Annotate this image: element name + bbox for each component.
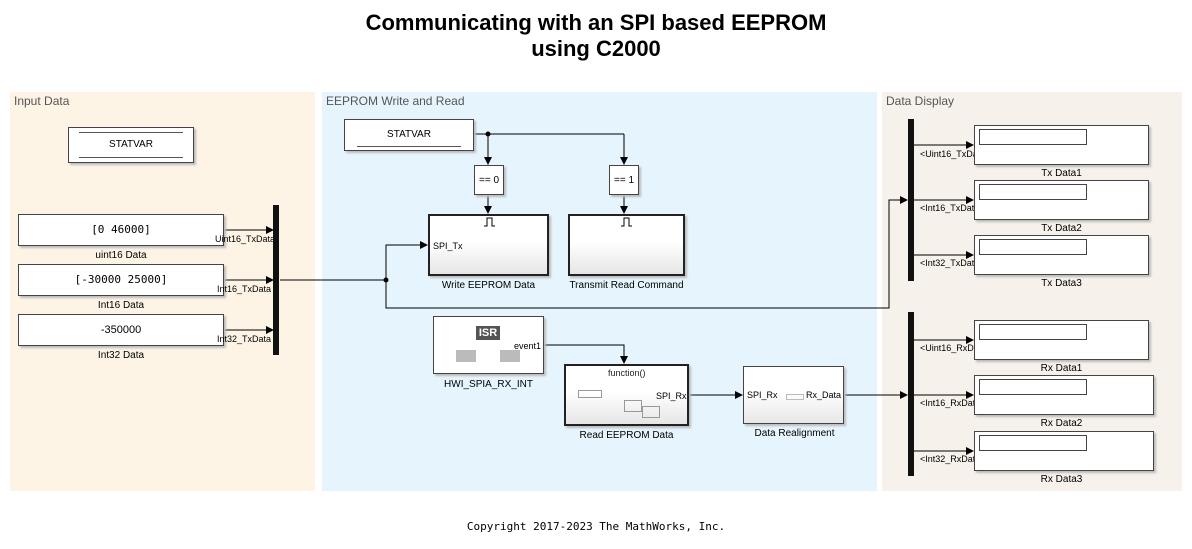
bus-selector-rx[interactable] — [908, 312, 914, 476]
rx-signal-2: <Int16_RxData> — [920, 398, 986, 408]
tx-signal-1: <Uint16_TxData> — [920, 149, 991, 159]
transmit-read-label: Transmit Read Command — [569, 280, 684, 291]
display-tx-data2-label: Tx Data2 — [1041, 223, 1082, 234]
display-tx-data3-label: Tx Data3 — [1041, 278, 1082, 289]
hwi-label: HWI_SPIA_RX_INT — [444, 379, 533, 390]
diagram-title: Communicating with an SPI based EEPROM u… — [0, 10, 1192, 62]
port-int32-tx: Int32_TxData — [217, 334, 272, 344]
rising-edge-trigger-icon — [621, 217, 632, 227]
constant-value-uint16: [0 46000] — [91, 223, 151, 236]
transmit-read-subsystem[interactable] — [568, 214, 685, 276]
display-rx-data2[interactable] — [974, 375, 1154, 415]
bus-creator-input[interactable] — [273, 205, 279, 355]
hwi-port-event1: event1 — [514, 341, 542, 351]
read-eeprom-subsystem[interactable]: function() SPI_Rx — [564, 364, 689, 426]
read-eeprom-label: Read EEPROM Data — [579, 430, 674, 441]
branch-dot-statvar — [485, 131, 491, 137]
wire-event1 — [543, 344, 628, 364]
bus-selector-tx[interactable] — [908, 119, 914, 281]
copyright-notice: Copyright 2017-2023 The MathWorks, Inc. — [466, 520, 726, 533]
compare-zero-label: == 0 — [478, 175, 500, 186]
constant-value-int16: [-30000 25000] — [74, 273, 168, 286]
tx-signal-3: <Int32_TxData> — [920, 258, 985, 268]
write-port-spi-tx: SPI_Tx — [433, 241, 463, 251]
compare-one-block[interactable]: == 1 — [609, 165, 639, 195]
branch-dot-bus — [383, 277, 389, 283]
display-rx-data1[interactable] — [974, 320, 1149, 360]
statvar-block-input[interactable]: STATVAR — [68, 127, 194, 163]
display-tx-data1[interactable] — [974, 125, 1149, 165]
realign-port-in: SPI_Rx — [747, 390, 778, 400]
hwi-interrupt-block[interactable]: ISR event1 — [433, 316, 544, 374]
constant-value-int32: -350000 — [100, 324, 142, 336]
constant-block-int32[interactable]: -350000 — [18, 314, 224, 346]
compare-one-label: == 1 — [613, 175, 635, 186]
write-eeprom-subsystem[interactable]: SPI_Tx — [428, 214, 549, 276]
tx-signal-2: <Int16_TxData> — [920, 203, 985, 213]
display-tx-data1-label: Tx Data1 — [1041, 168, 1082, 179]
compare-zero-block[interactable]: == 0 — [474, 165, 504, 195]
display-rx-data3-label: Rx Data3 — [1040, 474, 1083, 485]
rx-signal-1: <Uint16_RxData> — [920, 343, 992, 353]
display-rx-data2-label: Rx Data2 — [1040, 418, 1083, 429]
constant-label-uint16: uint16 Data — [95, 250, 147, 261]
port-uint16-tx: Uint16_TxData — [215, 234, 276, 244]
rx-signal-3: <Int32_RxData> — [920, 454, 986, 464]
isr-interrupt-icon: ISR — [476, 326, 500, 340]
constant-block-uint16[interactable]: [0 46000] — [18, 214, 224, 246]
write-eeprom-label: Write EEPROM Data — [441, 280, 536, 291]
display-rx-data3[interactable] — [974, 431, 1154, 471]
display-tx-data2[interactable] — [974, 180, 1149, 220]
port-int16-tx: Int16_TxData — [217, 284, 272, 294]
read-trigger-function: function() — [608, 368, 646, 378]
constant-label-int16: Int16 Data — [97, 300, 145, 311]
wire-bus-to-tx-display — [385, 196, 908, 309]
input-area-label: Input Data — [14, 94, 70, 108]
display-tx-data3[interactable] — [974, 235, 1149, 275]
statvar-block-eeprom[interactable]: STATVAR — [344, 119, 474, 151]
realign-port-out: Rx_Data — [806, 390, 842, 400]
title-line1: Communicating with an SPI based EEPROM — [365, 10, 827, 35]
constant-block-int16[interactable]: [-30000 25000] — [18, 264, 224, 296]
display-area-label: Data Display — [886, 94, 955, 108]
rising-edge-trigger-icon — [484, 217, 495, 227]
display-rx-data1-label: Rx Data1 — [1040, 363, 1083, 374]
title-line2: using C2000 — [531, 36, 661, 61]
statvar-label-eeprom: STATVAR — [387, 129, 431, 140]
wire-bus-to-write — [280, 241, 428, 281]
read-port-spi-rx: SPI_Rx — [656, 391, 687, 401]
statvar-label-input: STATVAR — [109, 139, 153, 150]
data-realignment-block[interactable]: SPI_Rx Rx_Data — [743, 366, 844, 424]
eeprom-area-label: EEPROM Write and Read — [326, 94, 465, 108]
constant-label-int32: Int32 Data — [97, 350, 145, 361]
data-realignment-label: Data Realignment — [754, 428, 835, 439]
